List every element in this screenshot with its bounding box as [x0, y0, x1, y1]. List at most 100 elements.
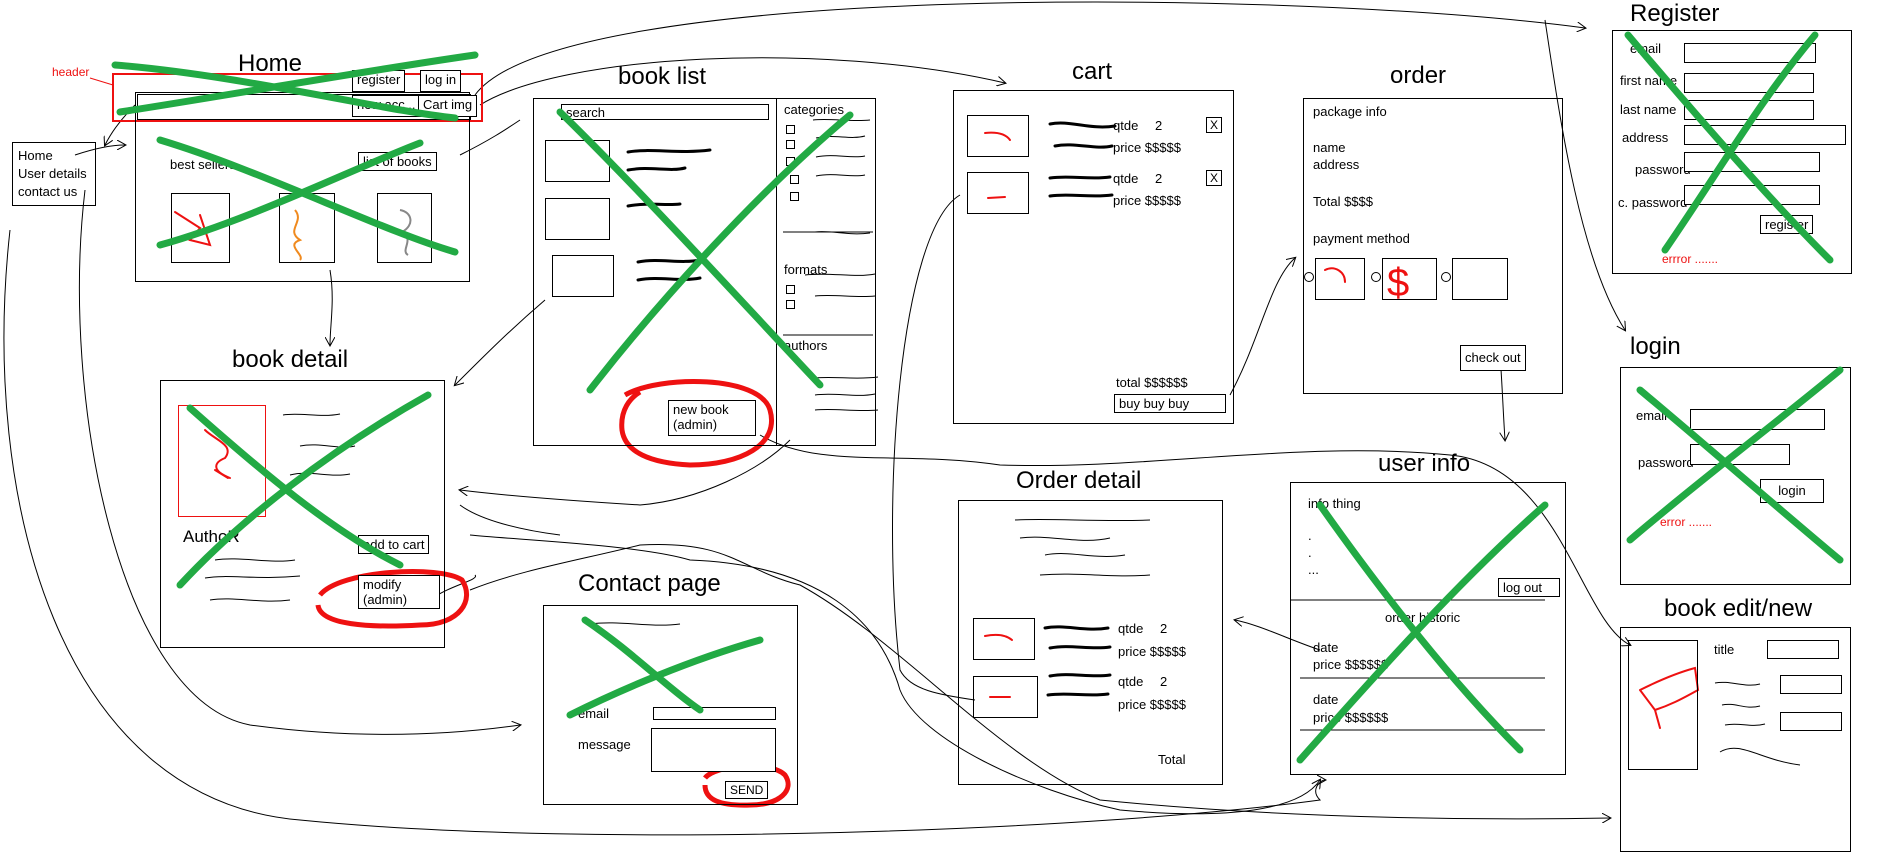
- logout-button[interactable]: log out: [1498, 578, 1560, 597]
- cross-mark-userinfo: [1296, 501, 1549, 764]
- nav-home[interactable]: Home: [18, 148, 53, 163]
- book-sketch: [293, 209, 303, 261]
- register-confirm-password-label: c. password: [1618, 195, 1688, 210]
- cart-item-1-remove[interactable]: X: [1206, 117, 1223, 133]
- cart-item-sketch: [984, 131, 1011, 141]
- new-book-button[interactable]: new book (admin): [668, 400, 756, 436]
- orderdetail-item-2-image: [973, 676, 1038, 718]
- cross-mark-contact: [581, 616, 704, 714]
- booklist-item-3[interactable]: [552, 255, 614, 297]
- category-checkbox-5[interactable]: [790, 192, 799, 201]
- history-2-date[interactable]: date: [1313, 692, 1339, 707]
- register-address-input[interactable]: [1684, 125, 1846, 145]
- book-sketch: [214, 469, 229, 479]
- scribble: [1719, 747, 1801, 766]
- nav-contact[interactable]: contact us: [18, 184, 78, 199]
- header-annotation: header: [52, 65, 90, 79]
- cart-screen: [953, 90, 1234, 424]
- history-1-price[interactable]: price $$$$$$: [1313, 657, 1389, 672]
- cart-item-2-remove[interactable]: X: [1206, 170, 1223, 186]
- payment-option-other[interactable]: [1452, 258, 1508, 300]
- scribble: [1019, 536, 1111, 541]
- header-annotation-line: [89, 77, 114, 86]
- booklist-screen: [533, 98, 876, 446]
- book-thumb-1[interactable]: [171, 193, 230, 263]
- cart-item-1-price: price $$$$$: [1113, 140, 1181, 155]
- format-checkbox-1[interactable]: [786, 285, 795, 294]
- login-email-input[interactable]: [1690, 409, 1825, 430]
- booklist-item-2[interactable]: [545, 198, 610, 240]
- userinfo-dot-1: .: [1308, 528, 1312, 543]
- payment-option-cash[interactable]: [1382, 258, 1437, 300]
- bookedit-cover[interactable]: [1628, 640, 1698, 770]
- checkout-button[interactable]: check out: [1460, 345, 1526, 371]
- flow-arrow-nav-to-userinfo: [459, 504, 561, 536]
- cross-mark-booklist: [556, 108, 824, 389]
- cross-mark-contact: [566, 636, 764, 719]
- cart-item-2-qty-label: qtde: [1113, 171, 1139, 186]
- order-total: Total $$$$: [1313, 194, 1373, 209]
- category-checkbox-2[interactable]: [786, 140, 795, 149]
- format-checkbox-2[interactable]: [786, 300, 795, 309]
- orderdetail-item-2-qty: 2: [1160, 674, 1168, 689]
- orderdetail-item-2-qty-label: qtde: [1118, 674, 1144, 689]
- contact-message-input[interactable]: [651, 728, 776, 772]
- cart-link[interactable]: Cart img: [418, 95, 478, 117]
- cross-mark-register: [1624, 31, 1834, 264]
- register-email-input[interactable]: [1684, 43, 1816, 63]
- bookedit-title-input[interactable]: [1767, 640, 1839, 659]
- categories-label: categories: [784, 102, 844, 117]
- scribble: [289, 472, 351, 476]
- order-address: address: [1313, 157, 1360, 172]
- payment-radio-3[interactable]: [1441, 272, 1451, 282]
- flow-arrow-nav-to-header: [74, 145, 125, 156]
- book-thumb-3[interactable]: [377, 193, 432, 263]
- modify-button[interactable]: modify (admin): [358, 575, 440, 609]
- scribble: [1048, 673, 1112, 678]
- new-book-label: new book: [673, 402, 729, 417]
- scribble: [804, 273, 876, 276]
- register-confirm-password-input[interactable]: [1684, 185, 1820, 205]
- buy-button[interactable]: buy buy buy: [1114, 394, 1226, 413]
- home-title: Home: [238, 50, 303, 77]
- cross-mark-bookdetail: [176, 391, 432, 589]
- order-screen: [1303, 98, 1563, 394]
- flow-arrow-register-to-login: [1544, 19, 1625, 330]
- scribble: [636, 276, 702, 282]
- login-button[interactable]: login: [1760, 479, 1824, 503]
- send-button[interactable]: SEND: [725, 781, 769, 799]
- scribble: [214, 558, 296, 562]
- scribble: [626, 148, 712, 154]
- scribble: [814, 393, 876, 396]
- scribble: [1048, 193, 1114, 198]
- history-1-date[interactable]: date: [1313, 640, 1339, 655]
- category-checkbox-1[interactable]: [786, 125, 795, 134]
- payment-radio-2[interactable]: [1371, 272, 1381, 282]
- scribble: [1048, 175, 1112, 180]
- contact-email-input[interactable]: [653, 707, 776, 720]
- header-highlight: [112, 73, 483, 122]
- flow-arrow-userinfo-to-orderdetail: [1235, 620, 1321, 651]
- scribble: [204, 575, 301, 579]
- payment-radio-1[interactable]: [1304, 272, 1314, 282]
- userinfo-title: user info: [1378, 450, 1471, 477]
- bookedit-field-3[interactable]: [1780, 712, 1842, 731]
- login-link[interactable]: log in: [420, 70, 462, 92]
- login-screen: [1620, 367, 1851, 585]
- bookedit-field-2[interactable]: [1780, 675, 1842, 694]
- payment-option-card[interactable]: [1315, 258, 1365, 300]
- nav-user-details[interactable]: User details: [18, 166, 87, 181]
- contact-screen: [543, 605, 798, 805]
- orderdetail-item-1-qty-label: qtde: [1118, 621, 1144, 636]
- flow-arrow-nav-to-contact: [78, 189, 520, 735]
- bookedit-title: book edit/new: [1664, 595, 1813, 622]
- orderdetail-total: Total: [1158, 752, 1186, 767]
- scribble: [1039, 573, 1151, 577]
- category-checkbox-4[interactable]: [790, 175, 799, 184]
- highlight-new-book: [619, 378, 774, 468]
- book-sketch: [174, 211, 212, 247]
- cart-item-sketch: [987, 196, 1006, 199]
- login-error: error .......: [1660, 515, 1713, 529]
- scribble: [1724, 723, 1766, 726]
